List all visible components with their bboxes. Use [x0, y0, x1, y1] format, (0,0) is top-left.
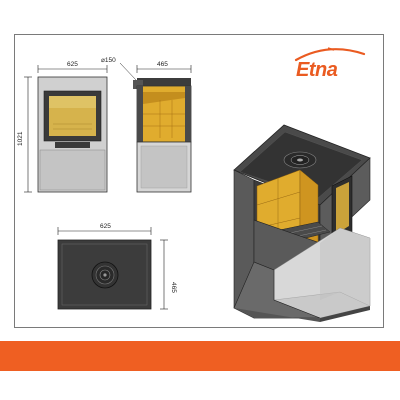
top-depth-label: 465 [170, 282, 177, 293]
iso-door-glass [336, 182, 349, 234]
side-depth-label: 465 [157, 61, 168, 68]
ash-drawer [55, 142, 90, 148]
storage-compartment [39, 149, 106, 191]
brand-logo: Etna [290, 44, 370, 84]
side-top-plate [137, 78, 191, 86]
front-view: 625 1021 [17, 61, 108, 193]
brand-name: Etna [296, 59, 338, 81]
top-view: 625 465 [57, 223, 177, 310]
front-width-label: 625 [67, 61, 78, 68]
flue-outlet [133, 80, 143, 89]
front-height-label: 1021 [17, 131, 24, 146]
flue-leader-line [119, 62, 137, 81]
drawing-frame [14, 34, 384, 328]
footer-band [0, 341, 400, 371]
top-width-label: 625 [100, 223, 111, 230]
roof-arc-icon [294, 47, 366, 62]
side-view: 465 ⌀150 [101, 57, 192, 193]
flue-diameter-label: ⌀150 [101, 57, 116, 64]
isometric-cutaway [233, 124, 371, 322]
